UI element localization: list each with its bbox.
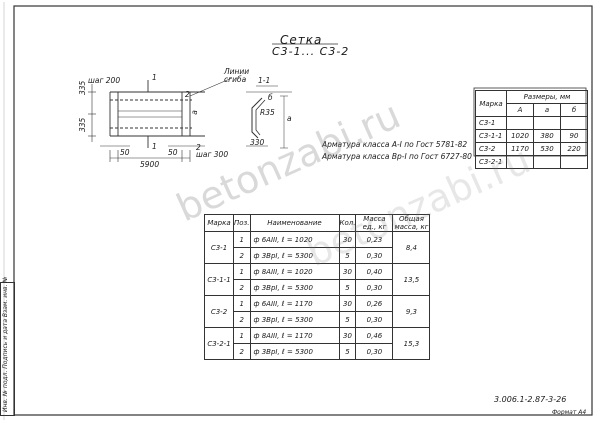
dims-a: 530 <box>533 142 561 156</box>
table-row: 2 ф 3ВрI, ℓ = 5300 5 0,30 <box>205 247 430 264</box>
section-mark-bottom: 1 <box>152 142 157 151</box>
dim-b-label: 2 <box>185 90 190 99</box>
spec-mark: С3-2 <box>204 295 234 328</box>
dims-header-mark: Марка <box>475 90 507 117</box>
dims-b: 220 <box>560 142 588 156</box>
format-label: Формат А4 <box>552 409 587 416</box>
section-1-1-view <box>246 85 292 149</box>
dims-header-group: Размеры, мм <box>506 90 588 104</box>
spec-mass: 0,26 <box>355 295 394 312</box>
spec-qty: 5 <box>338 279 357 296</box>
section-radius: R35 <box>260 108 275 117</box>
dims-mark: С3-1 <box>475 116 507 130</box>
section-label: 1-1 <box>258 76 271 85</box>
spec-qty: 30 <box>338 327 357 344</box>
dims-b <box>560 155 588 169</box>
spec-mass: 0,46 <box>355 327 394 344</box>
dimensions-table: Марка Размеры, мм A a б С3-1 С3-1-1 1020… <box>475 90 588 169</box>
dims-mark: С3-1-1 <box>475 129 507 143</box>
spec-name: ф 6АIII, ℓ = 1170 <box>249 295 340 312</box>
spec-header-name: Наименование <box>249 214 340 232</box>
spec-pos: 2 <box>233 279 251 296</box>
dims-b <box>560 116 588 130</box>
spec-qty: 30 <box>338 295 357 312</box>
section-a-label: a <box>287 114 292 123</box>
spec-total: 13,5 <box>392 263 431 296</box>
dims-col-b: б <box>560 103 588 117</box>
table-row: С3-2-1 1 ф 8АIII, ℓ = 1170 30 0,46 15,3 <box>204 327 431 360</box>
dim-right-end: 50 <box>168 148 178 157</box>
spec-mass: 0,30 <box>355 343 394 360</box>
spec-qty: 5 <box>338 343 357 360</box>
spec-pos: 2 <box>233 311 251 328</box>
spec-mass: 0,30 <box>355 311 394 328</box>
spec-pos: 1 <box>233 327 251 344</box>
section-b-label: б <box>268 93 273 102</box>
spec-qty: 5 <box>338 311 357 328</box>
drawing-title: Сетка <box>280 33 323 47</box>
spec-qty: 30 <box>338 263 357 280</box>
dim-a-label: a <box>189 110 199 115</box>
spec-pos: 1 <box>233 231 251 248</box>
drawing-subtitle: С3-1... С3-2 <box>272 45 350 58</box>
spec-name: ф 8АIII, ℓ = 1170 <box>249 327 340 344</box>
spec-pos: 2 <box>233 247 251 264</box>
note-rebar-vr1: Арматура класса Bр-I по Гост 6727-80 <box>322 152 472 161</box>
dims-b: 90 <box>560 129 588 143</box>
document-code: 3.006.1-2.87-3-26 <box>494 395 567 404</box>
spec-name: ф 3ВрI, ℓ = 5300 <box>249 343 340 360</box>
table-row: С3-2 1 ф 6АIII, ℓ = 1170 30 0,26 9,3 <box>204 295 431 328</box>
spec-total: 8,4 <box>392 231 431 264</box>
dim-total-length: 5900 <box>140 160 160 169</box>
spec-mark: С3-2-1 <box>204 327 234 360</box>
table-row: С3-2-1 <box>475 155 588 169</box>
spec-mark: С3-1-1 <box>204 263 234 296</box>
table-row: С3-1 <box>475 116 588 130</box>
note-rebar-a1: Арматура класса А-I по Гост 5781-82 <box>322 140 468 149</box>
dims-a: 380 <box>533 129 561 143</box>
dim-left-upper: 335 <box>78 80 87 95</box>
spec-pos: 2 <box>233 343 251 360</box>
table-row: 2 ф 3ВрI, ℓ = 5300 5 0,30 <box>205 279 430 296</box>
spec-mark: С3-1 <box>204 231 234 264</box>
spec-header-unit-mass: Масса ед., кг <box>355 214 394 232</box>
table-row: С3-1-1 1020 380 90 <box>475 129 588 143</box>
side-approval-strip <box>0 282 15 416</box>
spec-mass: 0,30 <box>355 279 394 296</box>
side-strip-text: Инв. № подл. Подпись и дата Взам. инв. № <box>2 276 9 412</box>
dim-left-lower: 335 <box>78 117 87 132</box>
table-row: 2 ф 3ВрI, ℓ = 5300 5 0,30 <box>205 343 430 360</box>
bend-lines-note: Линии сгиба <box>224 67 250 84</box>
spec-pos: 1 <box>233 263 251 280</box>
dims-col-A: A <box>506 103 534 117</box>
step-bottom-label: шаг 300 <box>196 150 229 159</box>
spec-name: ф 3ВрI, ℓ = 5300 <box>249 311 340 328</box>
dim-b-bottom: 2 <box>196 143 201 152</box>
table-row: С3-1-1 1 ф 8АIII, ℓ = 1020 30 0,40 13,5 <box>204 263 431 296</box>
specification-table: Марка Поз. Наименование Кол. Масса ед., … <box>204 214 431 360</box>
dim-left-end: 50 <box>120 148 130 157</box>
spec-mass: 0,40 <box>355 263 394 280</box>
dims-col-a: a <box>533 103 561 117</box>
spec-total: 9,3 <box>392 295 431 328</box>
dims-a <box>533 116 561 130</box>
spec-header-pos: Поз. <box>233 214 251 232</box>
section-mark-top: 1 <box>152 73 157 82</box>
mesh-plan-view <box>88 77 233 162</box>
table-row: С3-2 1170 530 220 <box>475 142 588 156</box>
spec-total: 15,3 <box>392 327 431 360</box>
section-width: 330 <box>250 138 265 147</box>
dims-A <box>506 116 534 130</box>
spec-name: ф 3ВрI, ℓ = 5300 <box>249 279 340 296</box>
spec-name: ф 3ВрI, ℓ = 5300 <box>249 247 340 264</box>
dims-a <box>533 155 561 169</box>
step-top-label: шаг 200 <box>88 76 121 85</box>
spec-pos: 1 <box>233 295 251 312</box>
